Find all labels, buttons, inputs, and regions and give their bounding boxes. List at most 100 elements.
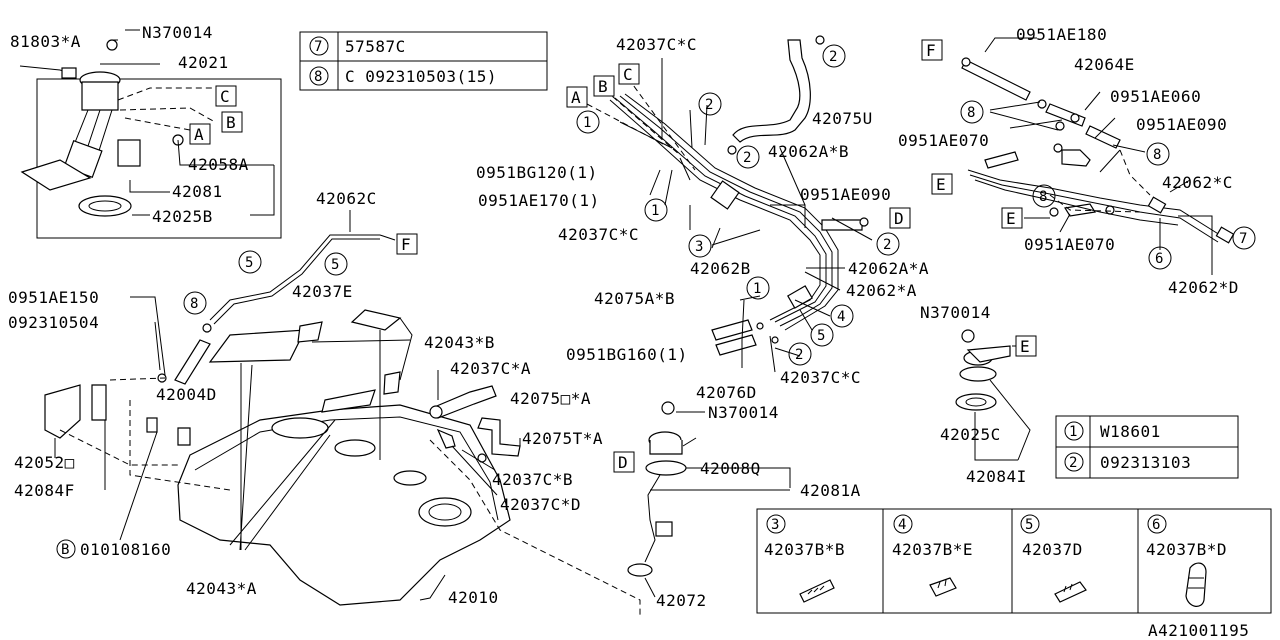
- legend-part-42037bb: 42037B*B: [764, 540, 845, 559]
- legend-key-6: 6: [1152, 517, 1160, 533]
- callout-42010: 42010: [448, 588, 499, 607]
- legend-part-42037be: 42037B*E: [892, 540, 973, 559]
- callout-42062ab: 42062A*B: [768, 142, 849, 161]
- legend-key-3: 3: [771, 517, 779, 533]
- callout-42037ca-left: 42037C*A: [450, 359, 531, 378]
- legend-key-5: 5: [1025, 517, 1033, 533]
- callout-n370014-top: N370014: [142, 23, 213, 42]
- diagram-id: A421001195: [1148, 621, 1249, 640]
- circle-1-b: [644, 198, 668, 222]
- callout-42037cc-mid: 42037C*C: [558, 225, 639, 244]
- callout-0951ae070-low: 0951AE070: [1024, 235, 1115, 254]
- ref-letter-e-right-top: E: [936, 175, 946, 194]
- circle-key-3: 3: [695, 239, 703, 255]
- circle-key-2-d: 2: [883, 237, 891, 253]
- ref-box-a-mid: [566, 86, 588, 108]
- circle-2-c: [736, 145, 760, 169]
- circle-key-1-a: 1: [583, 115, 591, 131]
- callout-42062c: 42062C: [316, 189, 377, 208]
- circle-key-7: 7: [1239, 231, 1247, 247]
- ref-box-f-mid: [396, 233, 418, 255]
- circle-key-5-b: 5: [331, 257, 339, 273]
- callout-n370014-mid: N370014: [708, 403, 779, 422]
- circle-key-8-c: 8: [1153, 147, 1161, 163]
- callout-n370014-right: N370014: [920, 303, 991, 322]
- circle-key-5-c: 5: [817, 328, 825, 344]
- circle-key-8-a: 8: [190, 296, 198, 312]
- ref-box-d-mid: [889, 207, 911, 229]
- callout-0951bg120: 0951BG120(1): [476, 163, 598, 182]
- circle-1-a: [576, 110, 600, 134]
- callout-42075ab: 42075A*B: [594, 289, 675, 308]
- callout-42062d: 42062*D: [1168, 278, 1239, 297]
- circle-key-2-e: 2: [795, 347, 803, 363]
- legend-part-092313103: 092313103: [1100, 453, 1191, 472]
- legend-bottom-table: [756, 508, 1272, 614]
- ref-box-e-seal: [1015, 335, 1037, 357]
- callout-42062b: 42062B: [690, 259, 751, 278]
- ref-letter-b-left: B: [226, 113, 236, 132]
- callout-42058a: 42058A: [188, 155, 249, 174]
- circle-key-4: 4: [837, 309, 845, 325]
- ref-letter-a-mid: A: [571, 88, 581, 107]
- circle-key-b: B: [61, 542, 69, 558]
- circle-key-1-b: 1: [651, 203, 659, 219]
- callout-42081: 42081: [172, 182, 223, 201]
- callout-0951ae090-mid: 0951AE090: [800, 185, 891, 204]
- ref-box-b-left: [221, 111, 243, 133]
- circle-key-2-b: 2: [705, 97, 713, 113]
- ref-letter-e-right-low: E: [1006, 209, 1016, 228]
- fuel-line-bundle-group: [586, 35, 873, 373]
- callout-0951ae180: 0951AE180: [1016, 25, 1107, 44]
- callout-42037cc-top: 42037C*C: [616, 35, 697, 54]
- ref-box-f-right: [921, 39, 943, 61]
- callout-42037cb: 42037C*B: [492, 470, 573, 489]
- ref-letter-c-mid: C: [623, 65, 633, 84]
- ref-box-c-mid: [618, 63, 640, 85]
- ref-letter-b-mid: B: [598, 77, 608, 96]
- right-hoses-group: [961, 37, 1235, 275]
- callout-42072: 42072: [656, 591, 707, 610]
- callout-42025b: 42025B: [152, 207, 213, 226]
- callout-42084i: 42084I: [966, 467, 1027, 486]
- callout-0951ae060: 0951AE060: [1110, 87, 1201, 106]
- legend-key-1: 1: [1069, 424, 1077, 440]
- legend-top-table: [299, 31, 548, 91]
- callout-0951ae090-right: 0951AE090: [1136, 115, 1227, 134]
- circle-8-b: [960, 100, 984, 124]
- callout-0951ae150: 0951AE150: [8, 288, 99, 307]
- legend-part-42037d: 42037D: [1022, 540, 1083, 559]
- circle-key-2-c: 2: [743, 150, 751, 166]
- callout-42037e: 42037E: [292, 282, 353, 301]
- ref-box-e-right-top: [931, 173, 953, 195]
- callout-42037cc-low: 42037C*C: [780, 368, 861, 387]
- callout-42062a: 42062*A: [846, 281, 917, 300]
- callout-42037cd: 42037C*D: [500, 495, 581, 514]
- callout-42052: 42052□: [14, 453, 75, 472]
- callout-42008q: 42008Q: [700, 459, 761, 478]
- circle-1-c: [746, 276, 770, 300]
- callout-0951bg160: 0951BG160(1): [566, 345, 688, 364]
- legend-part-w18601: W18601: [1100, 422, 1161, 441]
- callout-42075-a: 42075□*A: [510, 389, 591, 408]
- callout-42064e: 42064E: [1074, 55, 1135, 74]
- ref-letter-c-left: C: [220, 87, 230, 106]
- circle-key-5-a: 5: [245, 255, 253, 271]
- fuel-pump-group: [19, 29, 282, 239]
- circle-key-1-c: 1: [753, 281, 761, 297]
- ref-box-e-right-low: [1001, 207, 1023, 229]
- circle-6: [1148, 246, 1172, 270]
- circle-2-top: [822, 44, 846, 68]
- callout-42062c-right: 42062*C: [1162, 173, 1233, 192]
- legend-key-4: 4: [898, 517, 906, 533]
- fuel-tank-group: [44, 309, 641, 615]
- circle-7: [1232, 226, 1256, 250]
- circle-b-marker: [56, 539, 76, 559]
- circle-key-8-d: 8: [1039, 189, 1047, 205]
- callout-42081a: 42081A: [800, 481, 861, 500]
- circle-8-d: [1032, 184, 1056, 208]
- circle-8-c: [1146, 142, 1170, 166]
- callout-0951ae070-top: 0951AE070: [898, 131, 989, 150]
- legend-part-092310503: C 092310503(15): [345, 67, 497, 86]
- callout-42043b: 42043*B: [424, 333, 495, 352]
